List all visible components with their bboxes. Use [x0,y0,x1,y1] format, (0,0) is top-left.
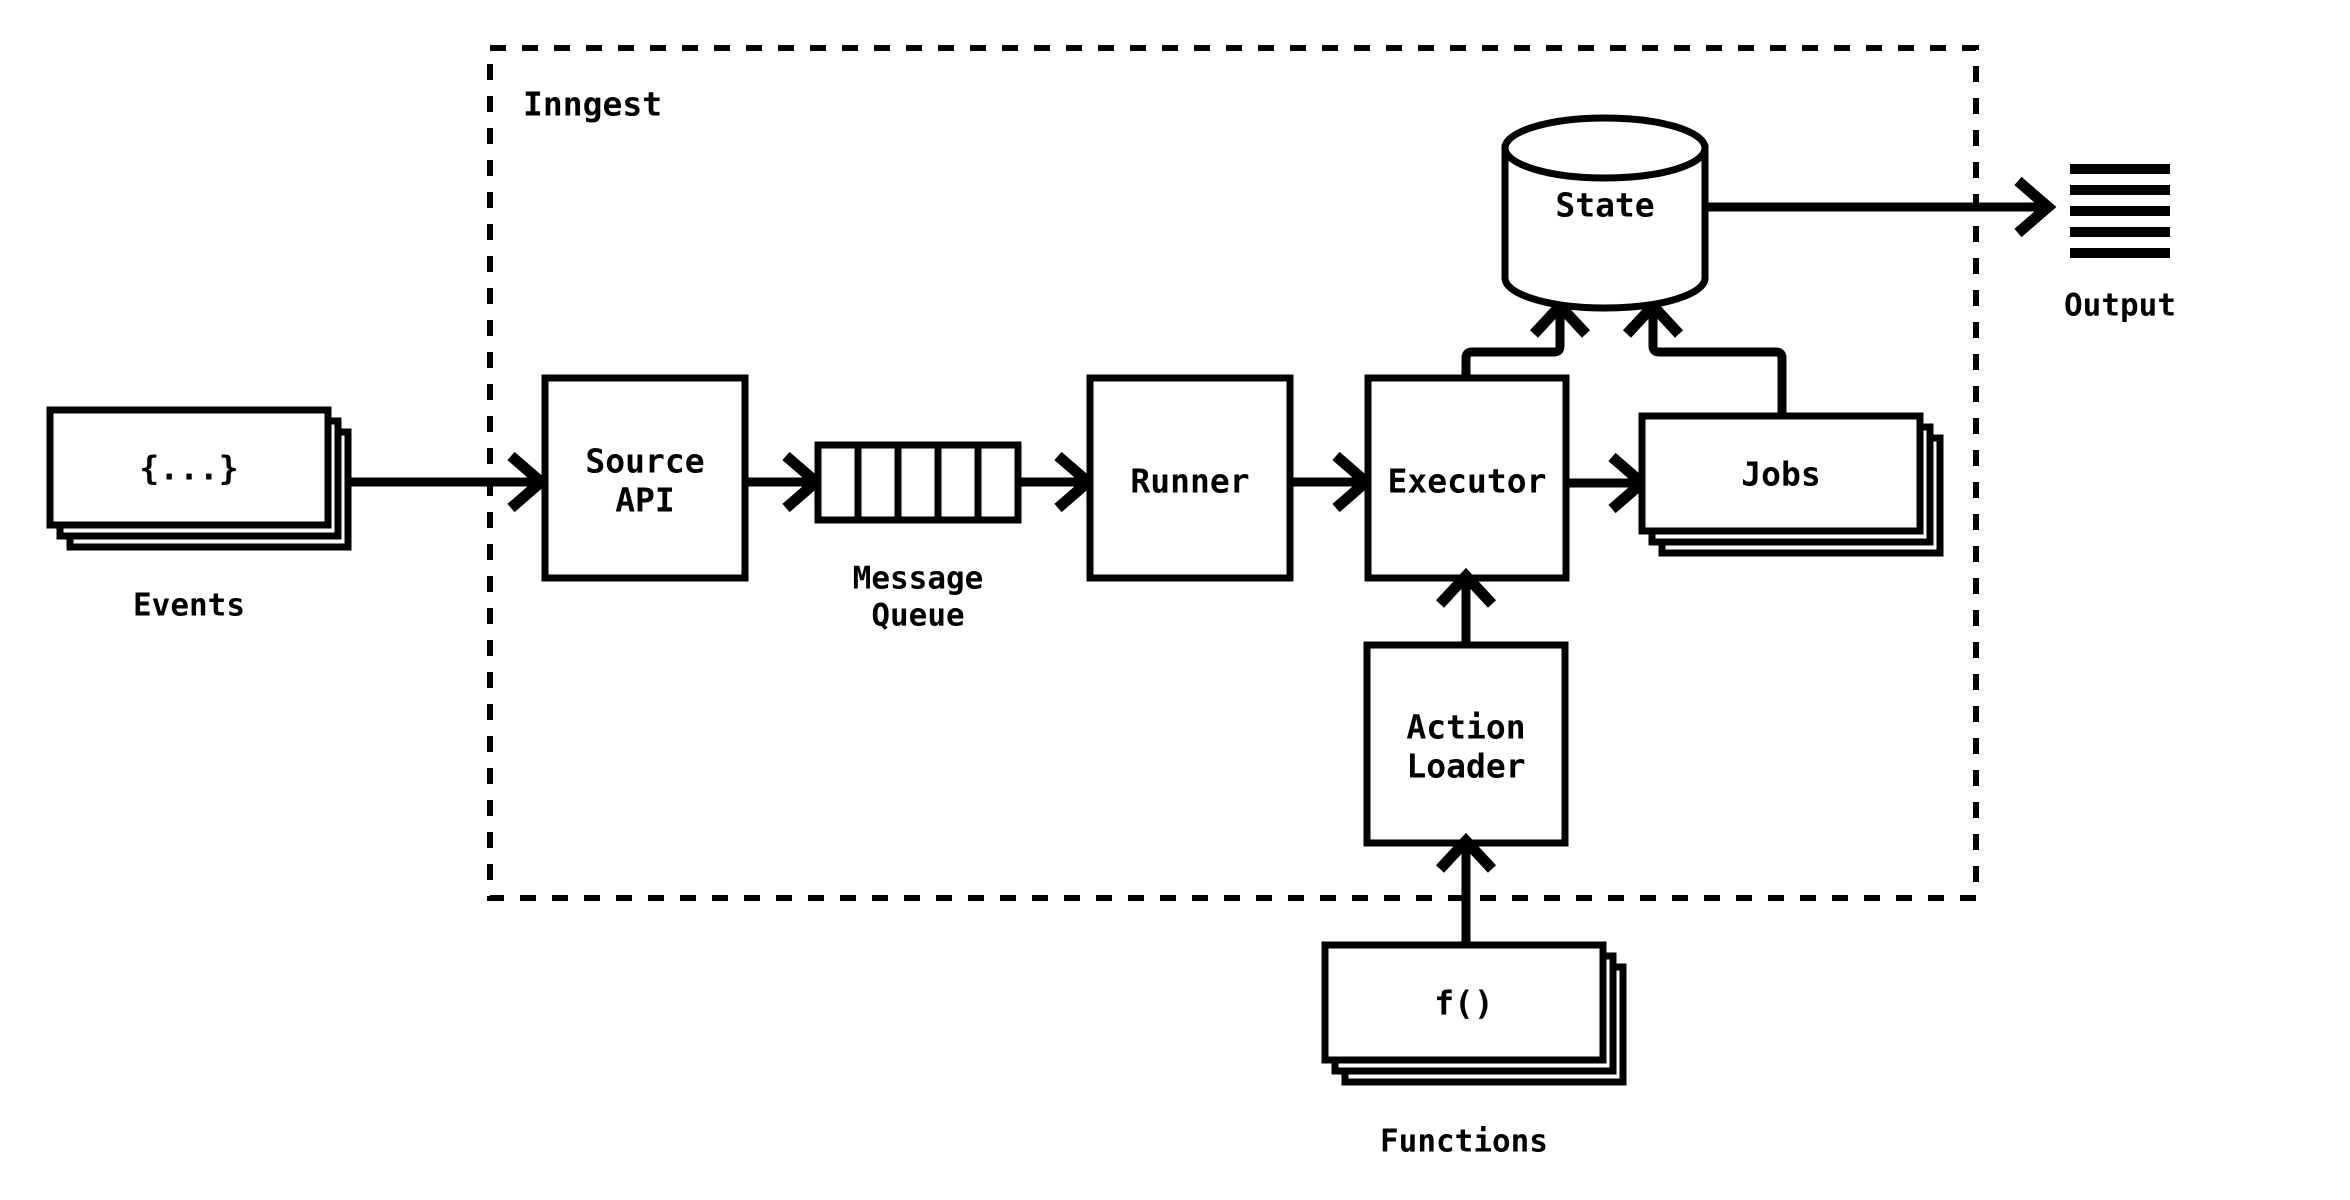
state-cylinder-top [1501,114,1709,182]
edge-executor-to-state [1461,297,1591,378]
inngest-boundary-label: Inngest [523,85,662,124]
output-node[interactable]: Output [2064,164,2176,324]
edge-jobs-to-state [1622,297,1787,416]
action-loader-label-line2: Loader [1406,747,1525,786]
source-api-label-line1: Source [585,442,704,481]
message-queue-node[interactable]: Message Queue [814,441,1022,634]
message-queue-caption-line2: Queue [871,598,964,634]
edge-functions-to-action-loader [1435,832,1497,945]
edge-line [1648,308,1787,416]
output-caption: Output [2064,288,2176,324]
edge-state-to-output [1705,176,2057,238]
inngest-boundary [487,45,1979,901]
events-caption: Events [133,588,245,624]
runner-box [1086,374,1294,582]
functions-card-front [1321,941,1607,1064]
jobs-card-front [1638,412,1924,535]
executor-label: Executor [1388,462,1547,501]
edge-message-queue-to-runner [1018,451,1097,513]
functions-label: f() [1434,984,1494,1023]
functions-node[interactable]: f() Functions [1321,941,1627,1160]
arrowhead-icon [2014,176,2057,238]
source-api-node[interactable]: Source API [541,374,749,582]
executor-node[interactable]: Executor [1364,374,1570,582]
action-loader-label-line1: Action [1406,708,1525,747]
action-loader-node[interactable]: Action Loader [1363,641,1569,847]
executor-box [1364,374,1570,582]
action-loader-box [1363,641,1569,847]
events-label: {...} [139,449,238,488]
edge-events-to-source-api [348,451,550,513]
edge-source-api-to-message-queue [745,451,825,513]
events-node[interactable]: {...} Events [46,406,352,624]
message-queue-caption-line1: Message [853,561,984,597]
edge-action-loader-to-executor [1435,567,1497,645]
edge-executor-to-jobs [1566,452,1651,514]
source-api-label-line2: API [615,481,675,520]
source-api-box [541,374,749,582]
arrowhead-icon [507,451,550,513]
events-card-front [46,406,332,529]
functions-caption: Functions [1380,1124,1548,1160]
jobs-label: Jobs [1741,455,1820,494]
edge-runner-to-executor [1290,451,1375,513]
runner-label: Runner [1130,462,1249,501]
state-node[interactable]: State [1501,114,1709,312]
message-queue-box [814,441,1022,524]
arrowhead-icon [1435,832,1497,873]
state-cylinder-body [1501,144,1709,312]
jobs-node[interactable]: Jobs [1638,412,1944,557]
state-label: State [1555,186,1654,225]
runner-node[interactable]: Runner [1086,374,1294,582]
inngest-boundary-group: Inngest [487,45,1979,901]
arrowhead-icon [1435,567,1497,608]
edge-line [1461,308,1565,378]
